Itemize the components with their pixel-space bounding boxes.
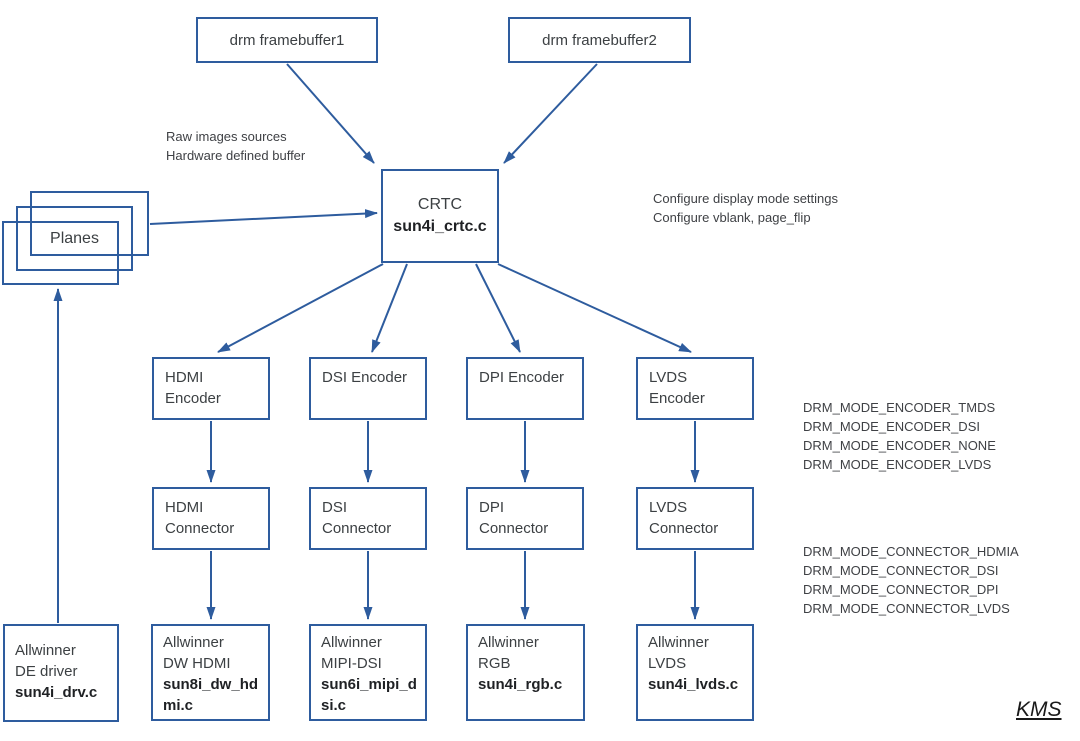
edge-crtc-to-dpi-encoder	[475, 263, 521, 353]
node-de-driver: Allwinner DE driver sun4i_drv.c	[3, 624, 119, 722]
planes-stack-back-rect	[30, 191, 149, 256]
driver-mipi-dsi-vendor: Allwinner	[321, 634, 382, 651]
node-dsi-connector: DSI Connector	[309, 487, 427, 550]
node-crtc: CRTC sun4i_crtc.c	[381, 169, 499, 263]
drm-framebuffer2-label: drm framebuffer2	[542, 31, 657, 49]
crtc-file: sun4i_crtc.c	[393, 218, 487, 235]
driver-rgb-name: RGB	[478, 655, 511, 672]
kms-corner-label: KMS	[1016, 698, 1062, 721]
dpi-connector-label: DPI Connector	[479, 499, 549, 537]
edge-planes-to-crtc	[149, 209, 378, 225]
node-driver-rgb: Allwinner RGB sun4i_rgb.c	[466, 624, 585, 721]
node-lvds-encoder: LVDS Encoder	[636, 357, 754, 420]
hdmi-encoder-label: HDMI Encoder	[165, 369, 221, 407]
crtc-note-line1: Configure display mode settings	[653, 191, 838, 206]
driver-dw-hdmi-name: DW HDMI	[163, 655, 231, 672]
edge-crtc-to-lvds-encoder	[497, 263, 692, 353]
driver-mipi-dsi-name: MIPI-DSI	[321, 655, 382, 672]
edge-framebuffer2-to-crtc	[503, 63, 598, 164]
driver-dw-hdmi-file: sun8i_dw_hdmi.c	[163, 676, 259, 714]
connector-constant: DRM_MODE_CONNECTOR_LVDS	[803, 601, 1010, 616]
connector-constant: DRM_MODE_CONNECTOR_DSI	[803, 563, 999, 578]
connector-constants: DRM_MODE_CONNECTOR_HDMIA DRM_MODE_CONNEC…	[803, 542, 1019, 618]
planes-note-line2: Hardware defined buffer	[166, 148, 306, 163]
planes-note: Raw images sources Hardware defined buff…	[166, 127, 305, 165]
driver-mipi-dsi-file: sun6i_mipi_dsi.c	[321, 676, 417, 714]
edge-crtc-to-hdmi-encoder	[217, 263, 384, 353]
node-dpi-connector: DPI Connector	[466, 487, 584, 550]
driver-rgb-file: sun4i_rgb.c	[478, 676, 563, 693]
connector-constant: DRM_MODE_CONNECTOR_HDMIA	[803, 544, 1019, 559]
node-drm-framebuffer1: drm framebuffer1	[196, 17, 378, 63]
de-driver-name: DE driver	[15, 663, 78, 680]
encoder-constant: DRM_MODE_ENCODER_DSI	[803, 419, 980, 434]
dsi-encoder-label: DSI Encoder	[322, 369, 408, 386]
planes-label: Planes	[50, 229, 99, 247]
connector-constant: DRM_MODE_CONNECTOR_DPI	[803, 582, 999, 597]
de-driver-file: sun4i_drv.c	[15, 684, 98, 701]
lvds-encoder-label: LVDS Encoder	[649, 369, 705, 407]
driver-lvds-vendor: Allwinner	[648, 634, 709, 651]
node-hdmi-connector: HDMI Connector	[152, 487, 270, 550]
dsi-connector-label: DSI Connector	[322, 499, 392, 537]
node-planes: Planes	[16, 206, 133, 271]
edge-crtc-to-dsi-encoder	[371, 263, 408, 353]
node-drm-framebuffer2: drm framebuffer2	[508, 17, 691, 63]
drm-framebuffer1-label: drm framebuffer1	[229, 31, 345, 49]
node-driver-lvds: Allwinner LVDS sun4i_lvds.c	[636, 624, 754, 721]
node-dsi-encoder: DSI Encoder	[309, 357, 427, 420]
dpi-encoder-label: DPI Encoder	[479, 369, 565, 386]
crtc-title: CRTC	[417, 196, 463, 213]
driver-rgb-vendor: Allwinner	[478, 634, 539, 651]
node-hdmi-encoder: HDMI Encoder	[152, 357, 270, 420]
crtc-note: Configure display mode settings Configur…	[653, 189, 838, 227]
planes-note-line1: Raw images sources	[166, 129, 287, 144]
node-dpi-encoder: DPI Encoder	[466, 357, 584, 420]
encoder-constant: DRM_MODE_ENCODER_TMDS	[803, 400, 996, 415]
driver-dw-hdmi-vendor: Allwinner	[163, 634, 224, 651]
node-driver-dw-hdmi: Allwinner DW HDMI sun8i_dw_hdmi.c	[151, 624, 270, 721]
crtc-note-line2: Configure vblank, page_flip	[653, 210, 811, 225]
encoder-constants: DRM_MODE_ENCODER_TMDS DRM_MODE_ENCODER_D…	[803, 398, 996, 474]
node-driver-mipi-dsi: Allwinner MIPI-DSI sun6i_mipi_dsi.c	[309, 624, 427, 721]
lvds-connector-label: LVDS Connector	[649, 499, 719, 537]
driver-lvds-file: sun4i_lvds.c	[648, 676, 739, 693]
driver-lvds-name: LVDS	[648, 655, 687, 672]
hdmi-connector-label: HDMI Connector	[165, 499, 235, 537]
de-driver-vendor: Allwinner	[15, 642, 76, 659]
encoder-constant: DRM_MODE_ENCODER_NONE	[803, 438, 996, 453]
planes-stack-front-rect	[2, 221, 119, 285]
node-lvds-connector: LVDS Connector	[636, 487, 754, 550]
encoder-constant: DRM_MODE_ENCODER_LVDS	[803, 457, 992, 472]
